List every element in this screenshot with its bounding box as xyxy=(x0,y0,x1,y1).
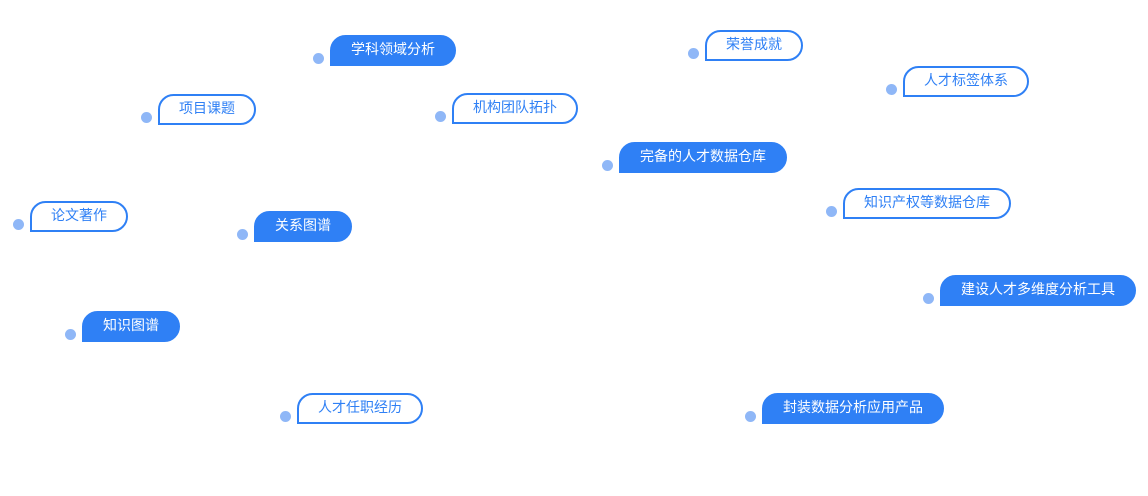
tag-dot xyxy=(65,329,76,340)
tag-label: 人才标签体系 xyxy=(903,66,1029,97)
tag-dot xyxy=(280,411,291,422)
tag-label: 项目课题 xyxy=(158,94,256,125)
tag-honors-achievements: 荣誉成就 xyxy=(688,30,803,61)
tag-talent-employment-history: 人才任职经历 xyxy=(280,393,423,424)
tag-dot xyxy=(688,48,699,59)
tag-dot xyxy=(826,206,837,217)
tag-packaged-analytics-products: 封装数据分析应用产品 xyxy=(745,393,944,424)
tag-discipline-analysis: 学科领域分析 xyxy=(313,35,456,66)
tag-label: 论文著作 xyxy=(30,201,128,232)
tag-label: 建设人才多维度分析工具 xyxy=(940,275,1136,306)
tag-label: 关系图谱 xyxy=(254,211,352,242)
tag-org-team-topology: 机构团队拓扑 xyxy=(435,93,578,124)
tag-dot xyxy=(745,411,756,422)
tag-dot xyxy=(886,84,897,95)
tag-label: 机构团队拓扑 xyxy=(452,93,578,124)
tag-multidimensional-tools: 建设人才多维度分析工具 xyxy=(923,275,1136,306)
tag-relationship-graph: 关系图谱 xyxy=(237,211,352,242)
tag-label: 知识产权等数据仓库 xyxy=(843,188,1011,219)
tag-papers-works: 论文著作 xyxy=(13,201,128,232)
tag-dot xyxy=(141,112,152,123)
tag-dot xyxy=(435,111,446,122)
tag-knowledge-graph: 知识图谱 xyxy=(65,311,180,342)
tag-label: 荣誉成就 xyxy=(705,30,803,61)
tag-label: 知识图谱 xyxy=(82,311,180,342)
tag-dot xyxy=(313,53,324,64)
tag-label: 学科领域分析 xyxy=(330,35,456,66)
tag-label: 人才任职经历 xyxy=(297,393,423,424)
tag-dot xyxy=(13,219,24,230)
tag-talent-data-warehouse: 完备的人才数据仓库 xyxy=(602,142,787,173)
tag-dot xyxy=(602,160,613,171)
tag-label: 封装数据分析应用产品 xyxy=(762,393,944,424)
tag-dot xyxy=(237,229,248,240)
tag-talent-label-system: 人才标签体系 xyxy=(886,66,1029,97)
tag-projects: 项目课题 xyxy=(141,94,256,125)
tag-ip-data-warehouse: 知识产权等数据仓库 xyxy=(826,188,1011,219)
tag-dot xyxy=(923,293,934,304)
tag-label: 完备的人才数据仓库 xyxy=(619,142,787,173)
